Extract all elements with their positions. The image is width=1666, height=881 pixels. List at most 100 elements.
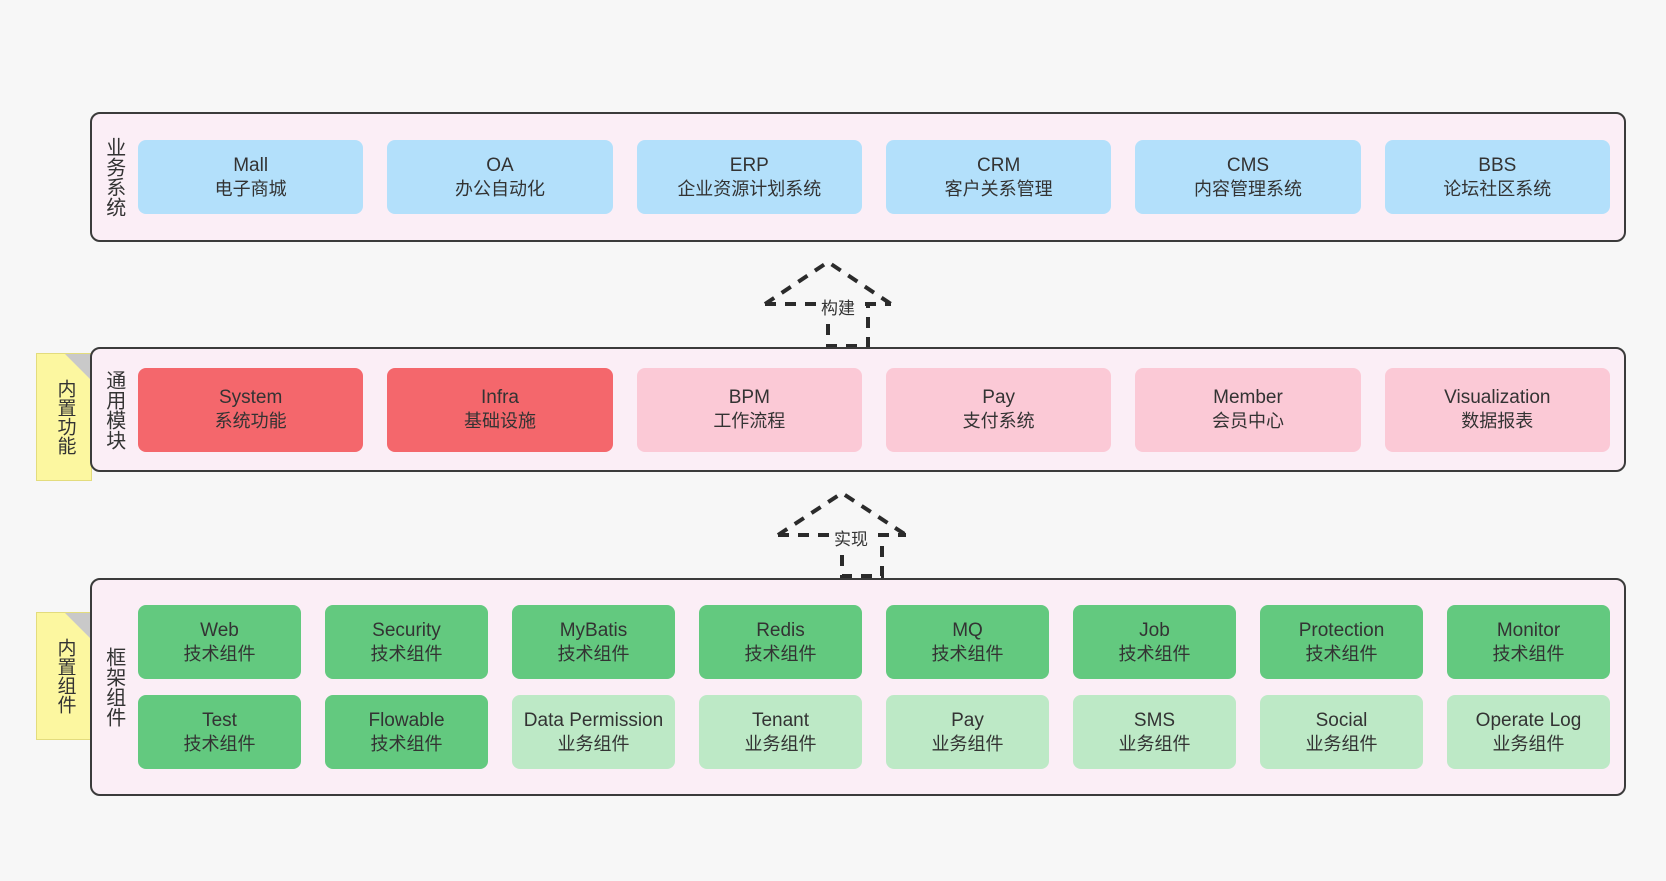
card-social[interactable]: Social 业务组件 [1260, 695, 1423, 769]
card-subtitle: 基础设施 [463, 411, 536, 432]
card-system[interactable]: System 系统功能 [138, 367, 364, 452]
card-title: Tenant [751, 709, 810, 731]
card-oa[interactable]: OA 办公自动化 [387, 140, 613, 214]
card-title: Monitor [1496, 619, 1561, 641]
card-title: Social [1315, 709, 1368, 731]
card-flowable[interactable]: Flowable 技术组件 [325, 695, 488, 769]
framework-business-row: Test 技术组件 Flowable 技术组件 Data Permission … [138, 695, 1610, 769]
card-subtitle: 技术组件 [931, 643, 1004, 664]
card-title: Member [1213, 387, 1283, 409]
layer-body-business-systems: Mall 电子商城 OA 办公自动化 ERP 企业资源计划系统 CRM 客户关系… [134, 114, 1624, 240]
card-subtitle: 业务组件 [931, 733, 1004, 754]
card-subtitle: 数据报表 [1461, 411, 1534, 432]
card-subtitle: 技术组件 [183, 643, 256, 664]
card-title: Mall [233, 154, 269, 176]
layer-common-modules: 通用模块 System 系统功能 Infra 基础设施 BPM 工作流程 Pay… [90, 347, 1626, 472]
card-web[interactable]: Web 技术组件 [138, 605, 301, 679]
card-subtitle: 工作流程 [713, 411, 786, 432]
card-title: MQ [952, 619, 983, 641]
card-subtitle: 业务组件 [557, 733, 630, 754]
card-subtitle: 技术组件 [370, 733, 443, 754]
card-protection[interactable]: Protection 技术组件 [1260, 605, 1423, 679]
card-title: Web [200, 619, 239, 641]
card-mq[interactable]: MQ 技术组件 [886, 605, 1049, 679]
card-title: Redis [756, 619, 805, 641]
card-subtitle: 业务组件 [744, 733, 817, 754]
card-subtitle: 电子商城 [214, 178, 287, 199]
sticky-note-label: 内置功能 [54, 379, 76, 455]
card-title: Data Permission [523, 709, 664, 731]
card-subtitle: 办公自动化 [454, 178, 545, 199]
card-subtitle: 技术组件 [370, 643, 443, 664]
card-bbs[interactable]: BBS 论坛社区系统 [1384, 140, 1610, 214]
layer-business-systems: 业务系统 Mall 电子商城 OA 办公自动化 ERP 企业资源计划系统 CRM… [90, 112, 1626, 242]
card-data-permission[interactable]: Data Permission 业务组件 [512, 695, 675, 769]
sticky-fold-icon [65, 354, 91, 380]
card-pay-module[interactable]: Pay 支付系统 [885, 367, 1112, 452]
card-title: Visualization [1444, 387, 1551, 409]
card-member[interactable]: Member 会员中心 [1135, 367, 1361, 452]
card-title: BPM [728, 387, 770, 409]
card-title: Flowable [368, 709, 445, 731]
card-subtitle: 技术组件 [1492, 643, 1565, 664]
card-subtitle: 技术组件 [1305, 643, 1378, 664]
card-test[interactable]: Test 技术组件 [138, 695, 301, 769]
card-redis[interactable]: Redis 技术组件 [699, 605, 862, 679]
card-monitor[interactable]: Monitor 技术组件 [1447, 605, 1610, 679]
card-subtitle: 技术组件 [557, 643, 630, 664]
card-subtitle: 技术组件 [744, 643, 817, 664]
layer-title-framework-components: 框架组件 [102, 647, 125, 727]
card-title: Infra [480, 387, 519, 409]
card-mall[interactable]: Mall 电子商城 [138, 140, 364, 214]
card-security[interactable]: Security 技术组件 [325, 605, 488, 679]
card-title: Protection [1298, 619, 1385, 641]
connector-build: 构建 [760, 258, 910, 350]
card-bpm[interactable]: BPM 工作流程 [636, 367, 862, 452]
sticky-note-builtin-features: 内置功能 [36, 353, 92, 481]
card-tenant[interactable]: Tenant 业务组件 [699, 695, 862, 769]
common-modules-row: System 系统功能 Infra 基础设施 BPM 工作流程 Pay 支付系统… [138, 367, 1610, 452]
card-subtitle: 系统功能 [214, 411, 287, 432]
card-title: Operate Log [1475, 709, 1582, 731]
layer-title-common-modules: 通用模块 [102, 369, 125, 450]
card-cms[interactable]: CMS 内容管理系统 [1135, 140, 1361, 214]
card-subtitle: 业务组件 [1492, 733, 1565, 754]
business-systems-row: Mall 电子商城 OA 办公自动化 ERP 企业资源计划系统 CRM 客户关系… [138, 140, 1610, 214]
card-sms[interactable]: SMS 业务组件 [1073, 695, 1236, 769]
card-infra[interactable]: Infra 基础设施 [387, 367, 613, 452]
card-title: Security [372, 619, 441, 641]
card-subtitle: 技术组件 [183, 733, 256, 754]
card-mybatis[interactable]: MyBatis 技术组件 [512, 605, 675, 679]
card-title: CRM [977, 154, 1021, 176]
card-subtitle: 论坛社区系统 [1443, 178, 1552, 199]
card-subtitle: 企业资源计划系统 [677, 178, 822, 199]
card-title: System [218, 387, 283, 409]
card-pay-component[interactable]: Pay 业务组件 [886, 695, 1049, 769]
connector-implement-label: 实现 [831, 525, 871, 550]
card-visualization[interactable]: Visualization 数据报表 [1384, 367, 1610, 452]
card-subtitle: 内容管理系统 [1193, 178, 1302, 199]
card-erp[interactable]: ERP 企业资源计划系统 [636, 140, 862, 214]
card-title: Job [1139, 619, 1170, 641]
sticky-note-label: 内置组件 [54, 638, 76, 714]
card-subtitle: 业务组件 [1118, 733, 1191, 754]
card-crm[interactable]: CRM 客户关系管理 [885, 140, 1112, 214]
connector-build-label: 构建 [818, 294, 858, 319]
card-title: Test [202, 709, 237, 731]
card-job[interactable]: Job 技术组件 [1073, 605, 1236, 679]
connector-implement: 实现 [772, 490, 924, 580]
card-title: BBS [1478, 154, 1517, 176]
layer-framework-components: 框架组件 Web 技术组件 Security 技术组件 MyBatis 技术组件… [90, 578, 1626, 796]
sticky-note-builtin-components: 内置组件 [36, 612, 92, 740]
card-operate-log[interactable]: Operate Log 业务组件 [1447, 695, 1610, 769]
card-subtitle: 支付系统 [962, 411, 1035, 432]
card-title: CMS [1226, 154, 1270, 176]
card-subtitle: 业务组件 [1305, 733, 1378, 754]
framework-tech-row: Web 技术组件 Security 技术组件 MyBatis 技术组件 Redi… [138, 605, 1610, 679]
card-title: Pay [951, 709, 984, 731]
sticky-fold-icon [65, 613, 91, 639]
layer-body-common-modules: System 系统功能 Infra 基础设施 BPM 工作流程 Pay 支付系统… [134, 349, 1624, 470]
layer-title-business-systems: 业务系统 [102, 137, 125, 217]
card-title: SMS [1133, 709, 1176, 731]
